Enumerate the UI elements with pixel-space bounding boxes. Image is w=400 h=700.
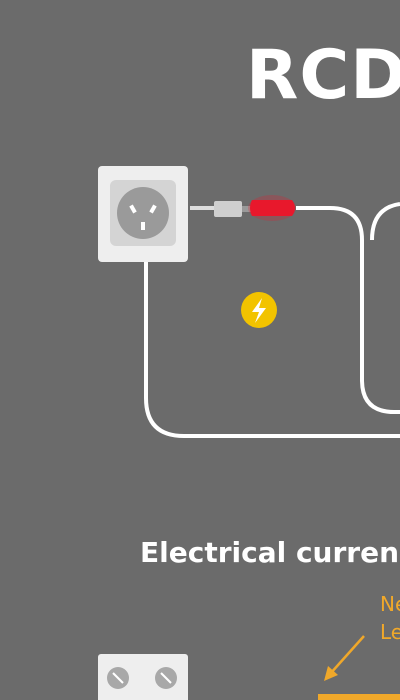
wire-top: [296, 206, 400, 414]
section-heading: Electrical curren: [140, 536, 400, 569]
arrow-icon: [324, 635, 365, 681]
plug-icon: [190, 195, 296, 221]
annotation-label-1: Ne: [380, 592, 400, 616]
wire-left-loop: [144, 258, 400, 438]
lightning-bolt-icon: [241, 292, 277, 328]
power-outlet-icon: [98, 166, 188, 262]
rcd-device: [98, 654, 400, 700]
wire-right-arc: [370, 202, 400, 241]
page-title: RCD: [246, 36, 400, 115]
annotation-label-2: Le: [380, 620, 400, 644]
